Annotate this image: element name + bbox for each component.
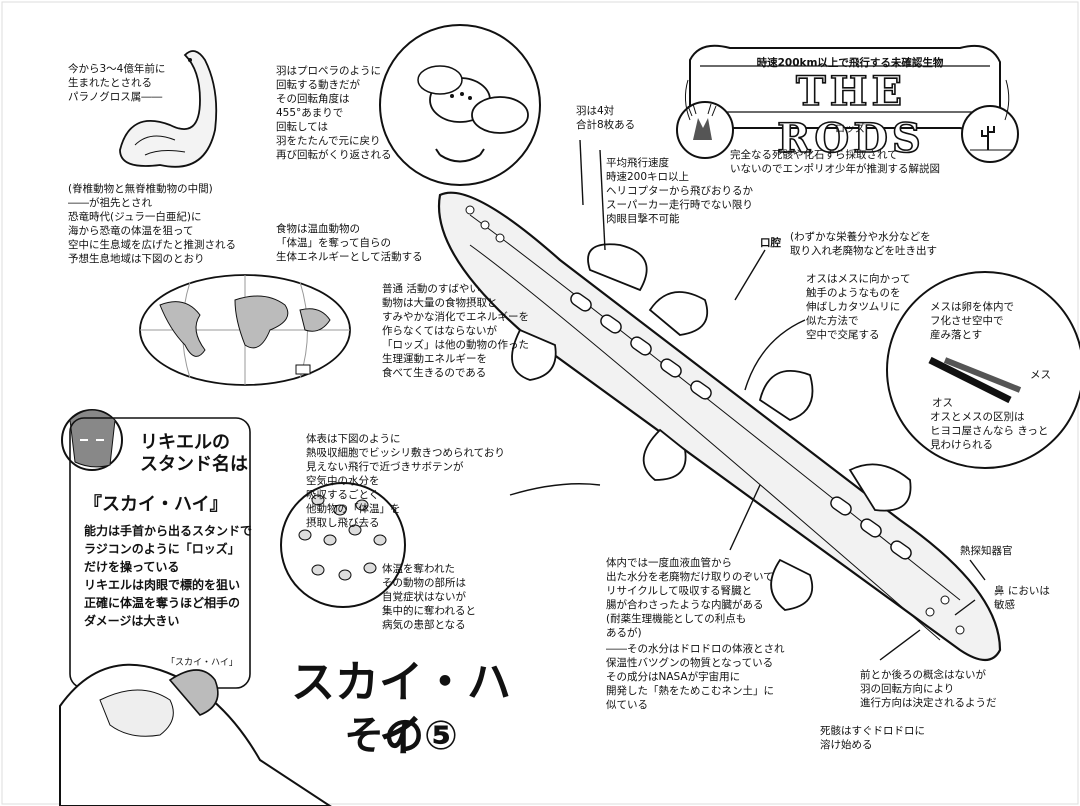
mouth-label: 口腔 <box>760 237 781 249</box>
heat-loss-text: 体温を奪われた その動物の部所は 自覚症状はないが 集中的に奪われると 病気の患… <box>382 563 476 631</box>
flight-speed-text: 平均飛行速度 時速200キロ以上 ヘリコプターから飛びおりるか スーパーカー走行… <box>606 157 753 225</box>
world-map <box>139 274 351 386</box>
heat-sensor-label: 熱探知器官 <box>960 545 1013 557</box>
eggs-text: メスは卵を体内で フ化させ空中で 産み落とす <box>930 301 1014 341</box>
rods-creature-illustration <box>437 191 1002 662</box>
corpse-text: 死骸はすぐドロドロに 溶け始める <box>820 725 925 751</box>
direction-text: 前とか後ろの概念はないが 羽の回転方向により 進行方向は決定されるようだ <box>860 669 997 709</box>
deer-icon <box>687 103 717 140</box>
stand-description: 能力は手首から出るスタンドで ラジコンのように「ロッズ」 だけを操っている リキ… <box>84 524 253 628</box>
pointer-lines <box>509 139 986 661</box>
arm-with-stand-illustration <box>59 663 332 806</box>
stand-name: 『スカイ・ハイ』 <box>84 494 228 515</box>
female-label: メス <box>1030 369 1051 381</box>
male-label: オス <box>932 397 953 409</box>
mating-text: オスはメスに向かって 触手のようなものを 伸ばしカタツムリに 似た方法で 空中で… <box>806 273 911 341</box>
rikiel-portrait <box>61 409 123 471</box>
banner-subtitle: 時速200km以上で飛行する未確認生物 <box>756 57 944 69</box>
nasa-text: ――その水分はドロドロの体液とされ 保温性バツグンの物質となっている その成分は… <box>606 643 785 711</box>
banner-kana: ロッズ <box>835 124 865 135</box>
chapter-subtitle: その⑤ <box>344 713 458 759</box>
food-text: 食物は温血動物の 「体温」を奪って自らの 生体エネルギーとして活動する <box>276 223 423 263</box>
cell-surface-circle <box>280 482 406 608</box>
nose-label: 鼻 においは 敏感 <box>994 585 1050 611</box>
chapter-title: スカイ・ハイ <box>291 657 511 762</box>
mouth-desc: (わずかな栄養分や水分などを 取り入れ老廃物などを吐き出す <box>790 231 937 257</box>
paranogloss-creature <box>119 50 218 168</box>
wings-rotation-text: 羽はプロペラのように 回転する動きだが その回転角度は 455°あまりで 回転し… <box>276 65 392 161</box>
stand-label: 「スカイ・ハイ」 <box>166 658 238 668</box>
creature-front-view-circle <box>379 24 541 186</box>
internal-tube-text: 体内では一度血液血管から 出た水分を老廃物だけ取りのぞいて リサイクルして吸収す… <box>606 557 774 639</box>
paranogloss-text: 今から3～4億年前に 生まれたとされる パラノグロス属―― <box>68 63 166 103</box>
body-surface-text: 体表は下図のように 熱吸収細胞でビッシリ敷きつめられており 見えない飛行で近づき… <box>306 433 505 529</box>
male-female-circle <box>886 271 1080 469</box>
wing-count-text: 羽は4対 合計8枚ある <box>576 105 636 131</box>
normal-animals-text: 普通 活動のすばやい 動物は大量の食物摂取と すみやかな消化でエネルギーを 作ら… <box>382 283 529 379</box>
origin-text: (脊椎動物と無脊椎動物の中間) ――が祖先とされ 恐竜時代(ジュラ一白亜紀)に … <box>68 183 236 265</box>
cactus-landscape-icon <box>970 126 1012 151</box>
stand-heading: リキエルの スタンド名は <box>140 432 248 475</box>
banner-title: THE RODS <box>776 67 925 163</box>
banner-frame <box>676 44 1019 163</box>
sexing-text: オスとメスの区別は ヒヨコ屋さんなら きっと 見わけられる <box>930 411 1049 451</box>
unconfirmed-text: 完全なる死骸や化石すら採取されて いないのでエンポリオ少年が推測する解説図 <box>730 149 940 175</box>
